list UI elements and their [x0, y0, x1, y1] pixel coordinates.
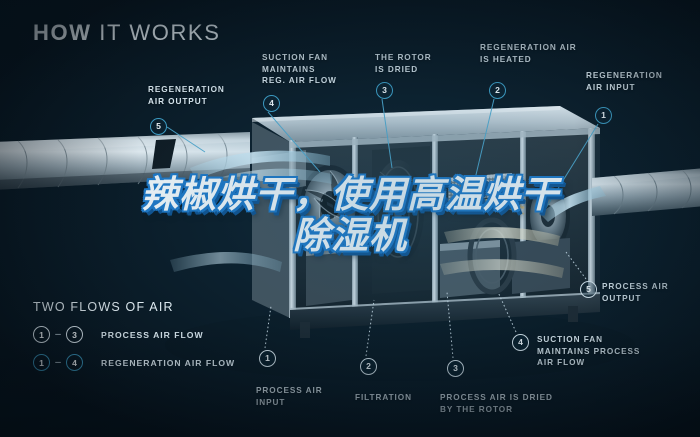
- callout-badge-5-regeneration[interactable]: 5: [150, 118, 167, 135]
- legend-label: REGENERATION AIR FLOW: [101, 357, 236, 368]
- callout-badge-2-regeneration[interactable]: 2: [489, 82, 506, 99]
- legend-dash: –: [55, 329, 61, 340]
- callout-badge-2-process[interactable]: 2: [360, 358, 377, 375]
- callout-label-2-regeneration: REGENERATION AIR IS HEATED: [480, 43, 577, 64]
- callout-label-3-process: PROCESS AIR IS DRIED BY THE ROTOR: [440, 393, 553, 414]
- right-duct: [592, 168, 700, 216]
- callout-badge-4-process[interactable]: 4: [512, 334, 529, 351]
- legend-badge-from: 1: [33, 326, 50, 343]
- callout-label-3-regeneration: THE ROTOR IS DRIED: [375, 53, 432, 74]
- callout-badge-4-regeneration[interactable]: 4: [263, 95, 280, 112]
- legend-title: TWO FLOWS OF AIR: [33, 300, 174, 314]
- page-title: HOW IT WORKS: [33, 22, 220, 44]
- legend-badge-to: 3: [66, 326, 83, 343]
- callout-badge-1-regeneration[interactable]: 1: [595, 107, 612, 124]
- legend-dash: –: [55, 357, 61, 368]
- legend-label: PROCESS AIR FLOW: [101, 329, 204, 340]
- callout-badge-1-process[interactable]: 1: [259, 350, 276, 367]
- legend-badge-from: 1: [33, 354, 50, 371]
- main-cabinet: [252, 106, 600, 338]
- page-title-bold: HOW: [33, 20, 92, 45]
- legend-row-regeneration: 1–4 REGENERATION AIR FLOW: [33, 354, 235, 371]
- callout-label-5-process: PROCESS AIR OUTPUT: [602, 282, 669, 303]
- callout-label-4-regeneration: SUCTION FAN MAINTAINS REG. AIR FLOW: [262, 53, 337, 86]
- legend-row-process: 1–3 PROCESS AIR FLOW: [33, 326, 235, 343]
- callout-badge-5-process[interactable]: 5: [580, 281, 597, 298]
- callout-badge-3-process[interactable]: 3: [447, 360, 464, 377]
- callout-label-5-regeneration: REGENERATION AIR OUTPUT: [148, 85, 225, 106]
- callout-label-1-regeneration: REGENERATION AIR INPUT: [586, 71, 663, 92]
- callout-label-4-process: SUCTION FAN MAINTAINS PROCESS AIR FLOW: [537, 335, 641, 368]
- callout-label-2-process: FILTRATION: [355, 393, 412, 402]
- callout-badge-3-regeneration[interactable]: 3: [376, 82, 393, 99]
- callout-label-1-process: PROCESS AIR INPUT: [256, 386, 323, 407]
- legend-badge-to: 4: [66, 354, 83, 371]
- page-title-light: IT WORKS: [99, 20, 221, 45]
